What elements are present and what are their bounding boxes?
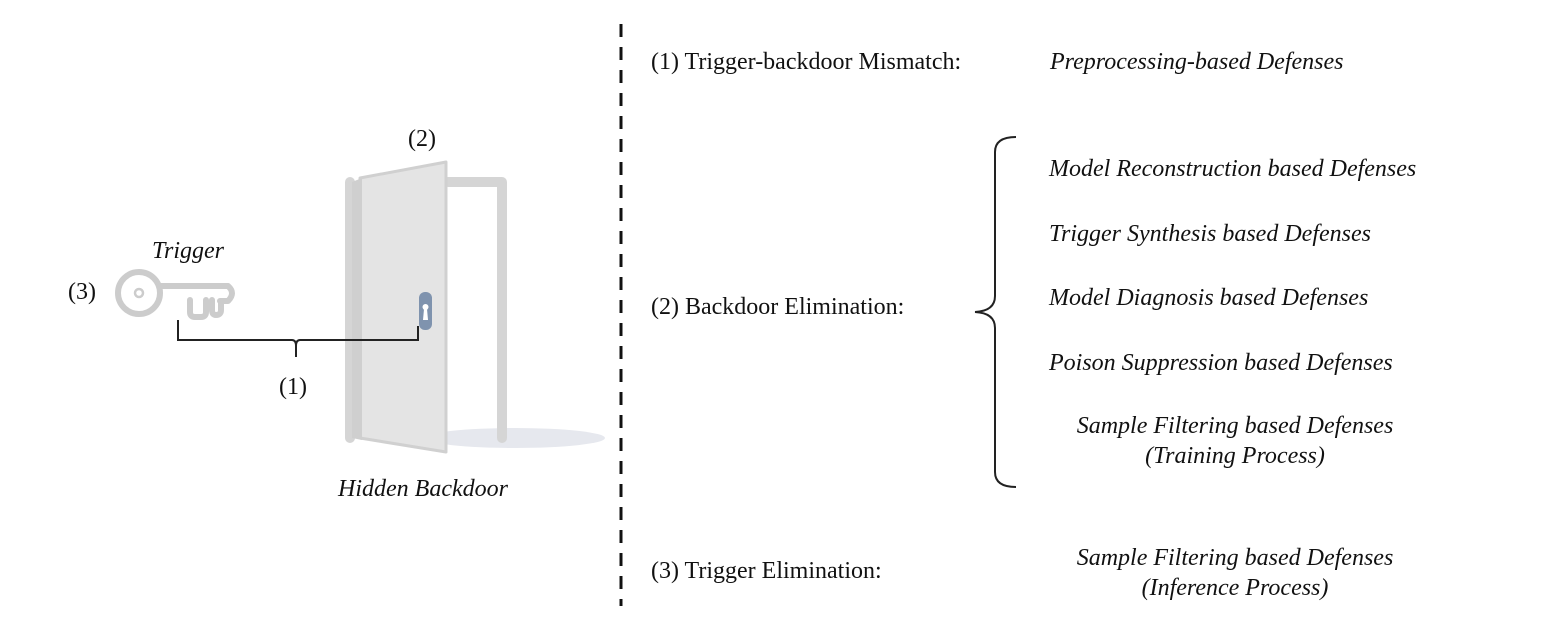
defense-sample-filtering-inference: Sample Filtering based Defenses (Inferen… [1049,543,1421,603]
defense-model-diagnosis: Model Diagnosis based Defenses [1049,285,1369,311]
defense-sample-filtering-inference-line2: (Inference Process) [1141,575,1329,601]
marker-1: (1) [279,374,307,400]
defense-poison-suppression: Poison Suppression based Defenses [1049,350,1393,376]
category-trigger-elimination: (3) Trigger Elimination: [651,558,882,584]
category-backdoor-elimination: (2) Backdoor Elimination: [651,294,905,320]
backdoor-label: Hidden Backdoor [338,476,508,502]
defense-sample-filtering-training-line2: (Training Process) [1145,443,1325,469]
defense-preprocessing: Preprocessing-based Defenses [1050,49,1344,75]
defense-trigger-synthesis: Trigger Synthesis based Defenses [1049,221,1371,247]
door-shadow [425,428,605,448]
curly-brace [974,136,1017,488]
open-door-icon [345,160,507,454]
defense-model-reconstruction: Model Reconstruction based Defenses [1049,156,1417,182]
category-trigger-backdoor-mismatch: (1) Trigger-backdoor Mismatch: [651,49,962,75]
defense-sample-filtering-training-line1: Sample Filtering based Defenses [1076,413,1394,439]
marker-2: (2) [408,126,436,152]
trigger-label: Trigger [152,238,225,264]
key-icon [115,269,235,320]
defense-sample-filtering-training: Sample Filtering based Defenses (Trainin… [1049,411,1421,471]
bracket-1 [177,320,419,357]
defense-sample-filtering-inference-line1: Sample Filtering based Defenses [1076,545,1394,571]
marker-3: (3) [68,279,96,305]
